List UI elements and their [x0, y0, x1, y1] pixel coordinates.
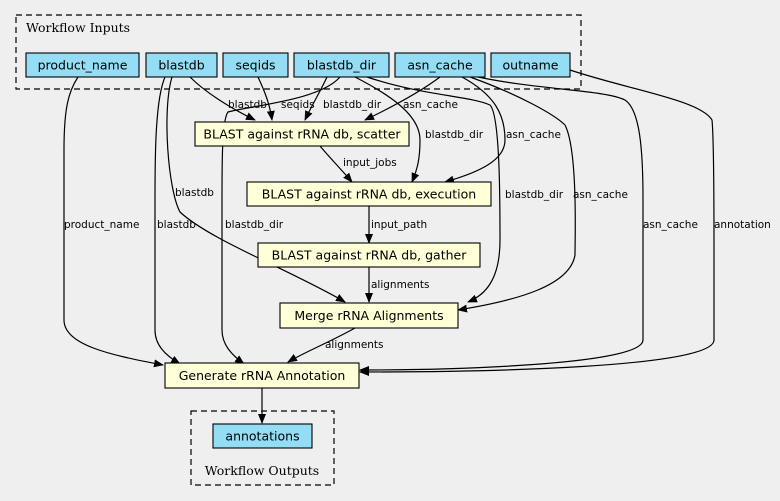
edge-label-asn-cache-execution: asn_cache — [506, 129, 561, 141]
input-node-asn-cache-label: asn_cache — [407, 58, 473, 73]
input-node-blastdb-dir[interactable]: blastdb_dir — [293, 52, 390, 78]
edge-label-execution-gather: input_path — [371, 219, 427, 231]
edge-label-scatter-execution: input_jobs — [343, 157, 397, 169]
input-node-blastdb-label: blastdb — [158, 58, 204, 73]
edge-blastdb-dir-scatter — [304, 76, 328, 121]
input-node-seqids[interactable]: seqids — [222, 52, 289, 78]
edge-label-asn-cache-scatter: asn_cache — [403, 99, 458, 111]
workflow-inputs-cluster: Workflow Inputs — [15, 14, 582, 90]
input-node-seqids-label: seqids — [235, 58, 275, 73]
step-nodes: BLAST against rRNA db, scatter BLAST aga… — [164, 121, 492, 389]
edge-label-blastdb-dir-execution: blastdb_dir — [425, 129, 484, 141]
edge-merge-generate — [287, 327, 356, 363]
edge-label-outname-generate: annotation — [714, 219, 771, 231]
edge-asn-cache-generate — [359, 76, 644, 374]
edge-asn-cache-merge — [457, 76, 576, 313]
input-node-asn-cache[interactable]: asn_cache — [394, 52, 486, 78]
input-node-blastdb[interactable]: blastdb — [145, 52, 218, 78]
edge-blastdb-dir-merge — [366, 76, 501, 303]
edge-seqids-scatter — [257, 76, 275, 121]
step-node-gather[interactable]: BLAST against rRNA db, gather — [257, 242, 481, 268]
edge-label-asn-cache-merge: asn_cache — [573, 189, 628, 201]
edge-blastdb-scatter — [189, 76, 256, 121]
edge-label-blastdb-dir-merge: blastdb_dir — [505, 189, 564, 201]
input-node-blastdb-dir-label: blastdb_dir — [307, 58, 377, 73]
edge-label-blastdb-dir-generate: blastdb_dir — [225, 219, 284, 231]
edge-blastdb-dir-execution — [354, 76, 421, 183]
step-node-execution[interactable]: BLAST against rRNA db, execution — [246, 181, 492, 207]
workflow-outputs-label: Workflow Outputs — [205, 463, 319, 478]
edge-label-blastdb-generate: blastdb — [157, 219, 196, 231]
step-node-generate[interactable]: Generate rRNA Annotation — [164, 362, 360, 389]
edge-scatter-execution — [319, 145, 353, 183]
edge-label-asn-cache-generate: asn_cache — [643, 219, 698, 231]
input-node-outname[interactable]: outname — [490, 52, 571, 78]
edge-label-gather-merge: alignments — [371, 279, 430, 291]
workflow-inputs-label: Workflow Inputs — [26, 20, 130, 35]
input-node-outname-label: outname — [503, 58, 559, 73]
step-node-gather-label: BLAST against rRNA db, gather — [272, 248, 468, 263]
input-node-product-name-label: product_name — [38, 58, 128, 73]
step-node-merge-label: Merge rRNA Alignments — [294, 308, 443, 323]
output-node-annotations[interactable]: annotations — [212, 423, 313, 449]
step-node-execution-label: BLAST against rRNA db, execution — [262, 187, 476, 202]
output-node-annotations-label: annotations — [225, 429, 299, 444]
edge-label-blastdb-dir-scatter: blastdb_dir — [323, 99, 382, 111]
step-node-scatter[interactable]: BLAST against rRNA db, scatter — [194, 121, 410, 147]
input-nodes: product_name blastdb seqids blastdb_dir … — [25, 52, 571, 78]
edge-label-seqids-scatter: seqids — [281, 99, 315, 111]
edge-asn-cache-execution — [444, 76, 506, 184]
edge-blastdb-merge — [166, 76, 346, 303]
edge-label-blastdb-scatter: blastdb — [228, 99, 267, 111]
edges: blastdb seqids blastdb_dir asn_cache bla… — [63, 69, 771, 424]
edge-blastdb-generate — [154, 76, 181, 365]
edge-asn-cache-scatter — [364, 76, 441, 121]
edge-label-blastdb-merge: blastdb — [175, 187, 214, 199]
step-node-scatter-label: BLAST against rRNA db, scatter — [203, 127, 401, 142]
input-node-product-name[interactable]: product_name — [25, 52, 140, 78]
step-node-merge[interactable]: Merge rRNA Alignments — [279, 302, 459, 329]
edge-product-name-generate — [63, 76, 164, 368]
edge-label-merge-generate: alignments — [325, 339, 384, 351]
edge-label-product-name-generate: product_name — [64, 219, 139, 231]
step-node-generate-label: Generate rRNA Annotation — [179, 368, 346, 383]
edge-outname-generate — [359, 69, 715, 376]
